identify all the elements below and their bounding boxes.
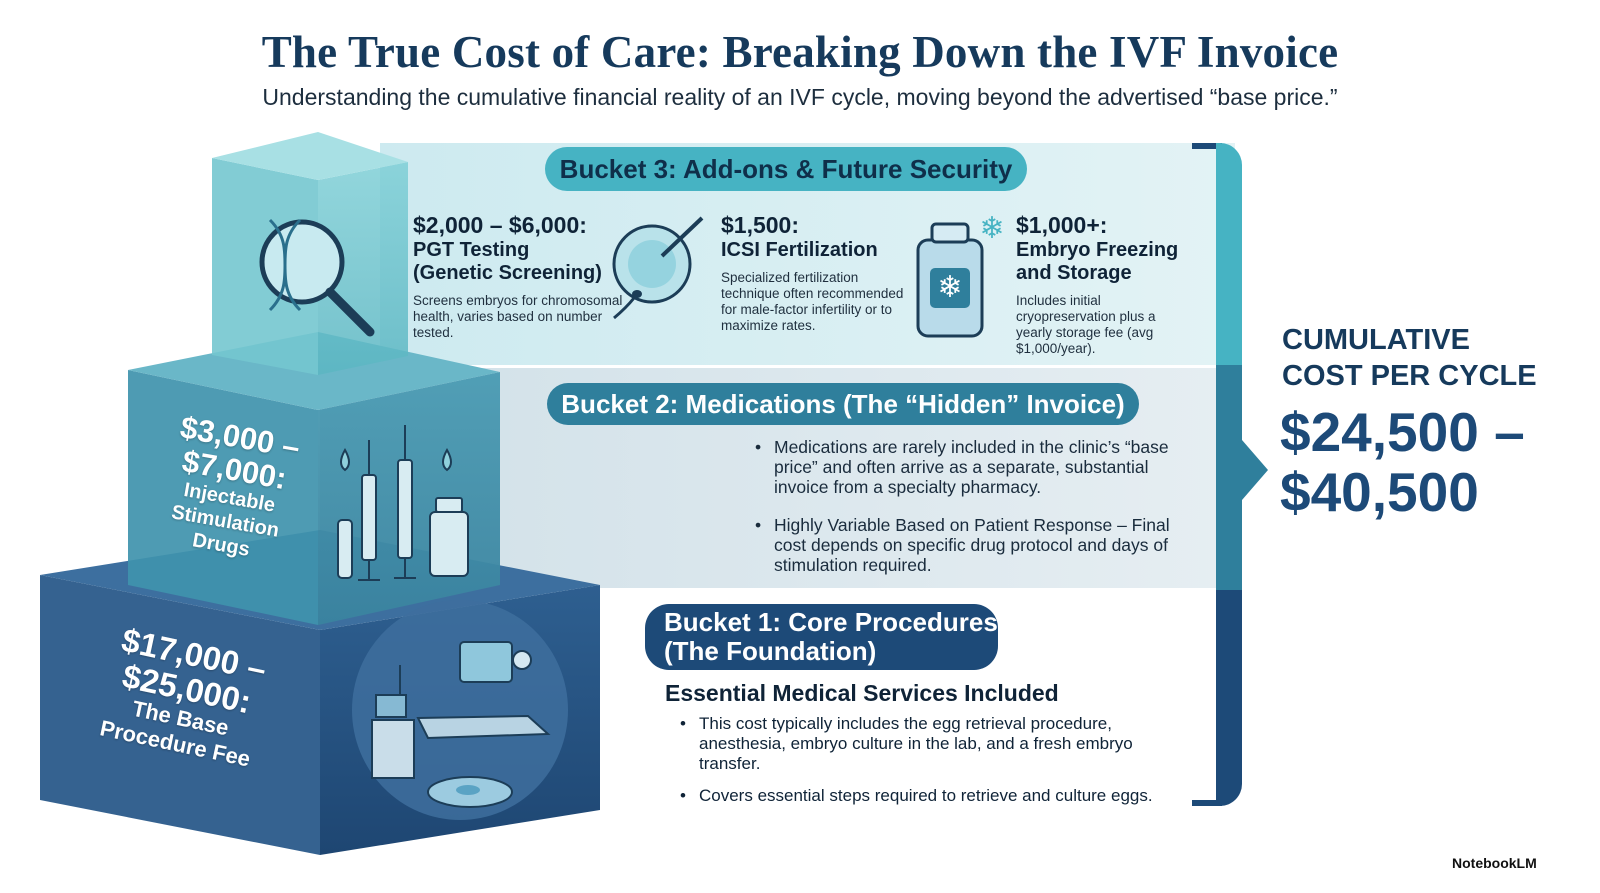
bracket-cap-bottom (1192, 800, 1222, 806)
addon-price: $2,000 – $6,000: (413, 212, 587, 238)
cumulative-label: CUMULATIVE COST PER CYCLE (1282, 322, 1582, 394)
cost-pyramid-graphic (40, 132, 600, 855)
svg-text:❄: ❄ (937, 270, 962, 305)
brand-watermark: NotebookLM (1452, 855, 1537, 871)
bucket1-bullets: This cost typically includes the egg ret… (680, 714, 1180, 818)
addon-description: Specialized fertilization technique ofte… (721, 270, 904, 333)
addon-name-line2: (Genetic Screening) (413, 262, 602, 284)
list-item: This cost typically includes the egg ret… (680, 714, 1180, 774)
bucket2-bullets: Medications are rarely included in the c… (755, 437, 1175, 593)
addon-embryo-freezing: $1,000+: Embryo Freezing and Storage Inc… (1016, 212, 1191, 357)
addon-price: $1,500: (721, 212, 800, 238)
bracket-segment-bucket2 (1216, 365, 1242, 590)
dna-magnifier-icon (259, 218, 375, 337)
bucket1-heading: Essential Medical Services Included (665, 680, 1059, 706)
addon-name-line1: ICSI Fertilization (721, 239, 878, 261)
bracket-segment-bucket3 (1216, 143, 1242, 371)
cumulative-value: $24,500 – $40,500 (1280, 402, 1580, 522)
syringe-vials-icon (337, 425, 469, 581)
bracket-pointer (1242, 440, 1268, 500)
bucket3-title: Bucket 3: Add-ons & Future Security (545, 147, 1027, 191)
list-item: Highly Variable Based on Patient Respons… (755, 515, 1175, 575)
addon-name-line1: PGT Testing (413, 239, 530, 261)
bucket1-title: Bucket 1: Core Procedures (The Foundatio… (645, 604, 998, 670)
list-item: Covers essential steps required to retri… (680, 786, 1180, 806)
clinic-procedure-icon (352, 600, 568, 820)
bracket-segment-bucket1 (1216, 590, 1242, 806)
list-item: Medications are rarely included in the c… (755, 437, 1175, 497)
page-subtitle: Understanding the cumulative financial r… (262, 84, 1338, 110)
snowflake-icon: ❄ (979, 212, 1004, 246)
bucket2-title: Bucket 2: Medications (The “Hidden” Invo… (547, 383, 1139, 425)
bucket1-title-line1: Bucket 1: Core Procedures (664, 607, 998, 637)
addon-name-line1: Embryo Freezing (1016, 239, 1179, 261)
addon-pgt-testing: $2,000 – $6,000: PGT Testing (Genetic Sc… (413, 212, 623, 341)
addon-name-line2: and Storage (1016, 262, 1132, 284)
bracket-cap-top (1192, 143, 1222, 149)
page-title: The True Cost of Care: Breaking Down the… (261, 27, 1339, 77)
icsi-egg-icon (612, 216, 704, 320)
addon-icsi: $1,500: ICSI Fertilization Specialized f… (721, 212, 911, 334)
cryo-tank-icon: ❄ ❄ (916, 212, 1005, 338)
cumulative-label-line2: COST PER CYCLE (1282, 360, 1537, 392)
bucket1-title-line2: (The Foundation) (664, 636, 877, 666)
addon-price: $1,000+: (1016, 212, 1108, 238)
cumulative-label-line1: CUMULATIVE (1282, 324, 1470, 356)
addon-description: Screens embryos for chromosomal health, … (413, 293, 623, 340)
addon-description: Includes initial cryopreservation plus a… (1016, 293, 1156, 356)
cumulative-value-line2: $40,500 (1280, 461, 1479, 523)
cumulative-value-line1: $24,500 – (1280, 401, 1525, 463)
